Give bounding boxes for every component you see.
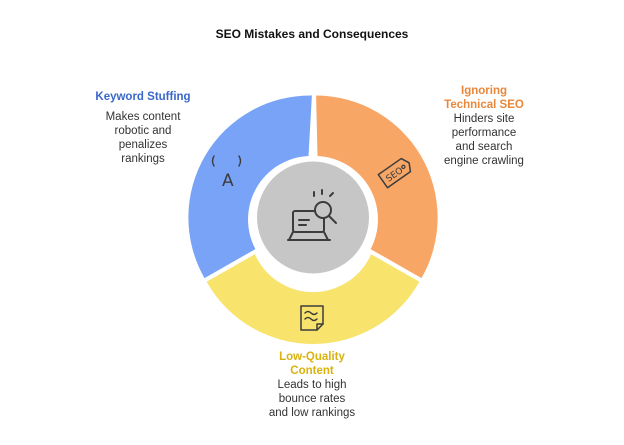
segment-low-quality-content (206, 254, 420, 345)
label-ignoring-technical-seo: Ignoring Technical SEO Hinders site perf… (414, 84, 554, 168)
low-quality-content-title: Low-Quality Content (279, 351, 345, 377)
text-font-icon: A (211, 155, 242, 191)
segment-ignoring-technical-seo (316, 95, 438, 279)
technical-seo-description: Hinders site performance and search engi… (444, 113, 524, 167)
keyword-stuffing-description: Makes content robotic and penalizes rank… (105, 111, 181, 165)
technical-seo-title: Ignoring Technical SEO (444, 85, 524, 111)
diagram-title: SEO Mistakes and Consequences (215, 27, 409, 41)
keyword-stuffing-title: Keyword Stuffing (95, 91, 191, 103)
label-keyword-stuffing: Keyword Stuffing Makes content robotic a… (78, 90, 208, 166)
svg-text:A: A (222, 171, 234, 191)
low-quality-content-description: Leads to high bounce rates and low ranki… (268, 379, 356, 419)
label-low-quality-content: Low-Quality Content Leads to high bounce… (252, 350, 372, 420)
center-circle (257, 161, 369, 274)
document-note-icon (300, 305, 324, 331)
laptop-search-icon (287, 189, 337, 241)
segment-keyword-stuffing (188, 95, 312, 279)
